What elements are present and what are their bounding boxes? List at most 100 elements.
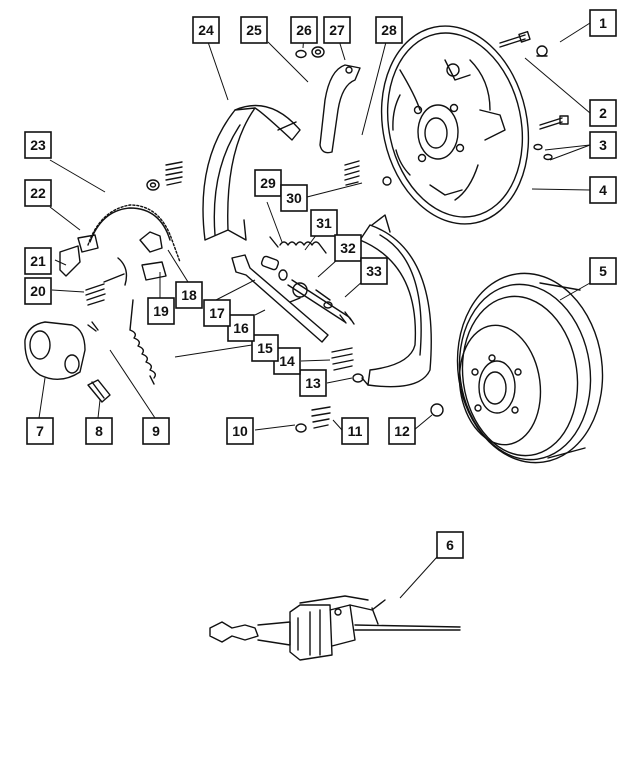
leader-6 xyxy=(399,556,438,599)
callout-15: 15 xyxy=(251,334,279,362)
shoe-retainers xyxy=(315,289,333,309)
callout-13: 13 xyxy=(299,369,327,397)
leader-14 xyxy=(300,359,331,362)
callout-box xyxy=(290,16,318,44)
callout-box xyxy=(589,176,617,204)
callout-box xyxy=(334,234,362,262)
bleeder-screw xyxy=(87,379,111,403)
leader-23 xyxy=(49,159,106,193)
callout-9: 9 xyxy=(142,417,170,445)
leader-2 xyxy=(524,57,591,114)
callout-1: 1 xyxy=(589,9,617,37)
callout-number: 29 xyxy=(260,175,276,191)
callout-11: 11 xyxy=(341,417,369,445)
callout-number: 6 xyxy=(446,537,454,553)
callout-10: 10 xyxy=(226,417,254,445)
leader-11 xyxy=(332,419,343,431)
callout-box xyxy=(589,99,617,127)
callout-number: 11 xyxy=(348,423,363,439)
leader-5 xyxy=(559,282,591,301)
callout-box xyxy=(280,184,308,212)
callout-19: 19 xyxy=(147,297,175,325)
lever-pivot-and-clip xyxy=(117,231,167,286)
leader-18 xyxy=(167,249,189,283)
callout-16: 16 xyxy=(227,314,255,342)
callout-number: 30 xyxy=(286,190,302,206)
mounting-bolts xyxy=(499,30,569,161)
callout-number: 12 xyxy=(394,423,410,439)
callout-number: 25 xyxy=(246,22,262,38)
callout-17: 17 xyxy=(203,299,231,327)
callout-number: 16 xyxy=(233,320,249,336)
leader-29 xyxy=(266,201,283,243)
leader-30 xyxy=(306,182,363,198)
brake-drum xyxy=(456,272,604,464)
callout-number: 21 xyxy=(30,253,46,269)
callout-box xyxy=(360,257,388,285)
callout-number: 14 xyxy=(279,353,295,369)
callout-5: 5 xyxy=(589,257,617,285)
callout-30: 30 xyxy=(280,184,308,212)
leader-15 xyxy=(174,344,253,358)
callout-box xyxy=(85,417,113,445)
leader-21 xyxy=(54,259,67,266)
parking-brake-lever xyxy=(319,64,361,154)
callout-box xyxy=(24,247,52,275)
callout-box xyxy=(142,417,170,445)
callout-23: 23 xyxy=(24,131,52,159)
callout-box xyxy=(375,16,403,44)
callout-33: 33 xyxy=(360,257,388,285)
callout-number: 15 xyxy=(257,340,273,356)
callout-18: 18 xyxy=(175,281,203,309)
callout-31: 31 xyxy=(310,209,338,237)
callout-box xyxy=(254,169,282,197)
callout-box xyxy=(26,417,54,445)
leader-10 xyxy=(254,424,296,431)
callout-25: 25 xyxy=(240,16,268,44)
callout-box xyxy=(24,277,52,305)
callout-7: 7 xyxy=(26,417,54,445)
callout-4: 4 xyxy=(589,176,617,204)
callout-box xyxy=(589,131,617,159)
callout-number: 3 xyxy=(599,137,607,153)
callout-24: 24 xyxy=(192,16,220,44)
leader-8 xyxy=(97,399,101,419)
adjuster-detail xyxy=(209,595,461,661)
callout-box xyxy=(589,257,617,285)
callout-box xyxy=(24,131,52,159)
brake-shoe-upper xyxy=(202,104,301,241)
leader-13 xyxy=(326,377,353,384)
leader-1 xyxy=(559,22,591,43)
leader-17 xyxy=(215,279,256,301)
callout-32: 32 xyxy=(334,234,362,262)
callout-number: 10 xyxy=(232,423,248,439)
washers-and-clips xyxy=(146,46,444,433)
callout-number: 32 xyxy=(340,240,356,256)
callout-box xyxy=(299,369,327,397)
backing-plate xyxy=(380,25,530,225)
callout-box xyxy=(24,179,52,207)
callout-box xyxy=(227,314,255,342)
callout-12: 12 xyxy=(388,417,416,445)
callout-number: 33 xyxy=(366,263,382,279)
callout-21: 21 xyxy=(24,247,52,275)
callout-number: 5 xyxy=(599,263,607,279)
callout-box xyxy=(226,417,254,445)
callout-box xyxy=(436,531,464,559)
callout-number: 2 xyxy=(599,105,607,121)
callout-number: 18 xyxy=(181,287,197,303)
leader-12 xyxy=(413,414,433,431)
callout-number: 1 xyxy=(599,15,607,31)
callout-number: 4 xyxy=(599,182,607,198)
callout-box xyxy=(251,334,279,362)
park-brake-strut xyxy=(231,254,329,343)
wheel-cylinder xyxy=(24,321,99,380)
callout-number: 28 xyxy=(381,22,397,38)
leader-24 xyxy=(207,41,229,101)
callout-box xyxy=(323,16,351,44)
callout-number: 22 xyxy=(30,185,46,201)
callout-box xyxy=(175,281,203,309)
actuator-lever xyxy=(59,245,81,277)
callout-27: 27 xyxy=(323,16,351,44)
